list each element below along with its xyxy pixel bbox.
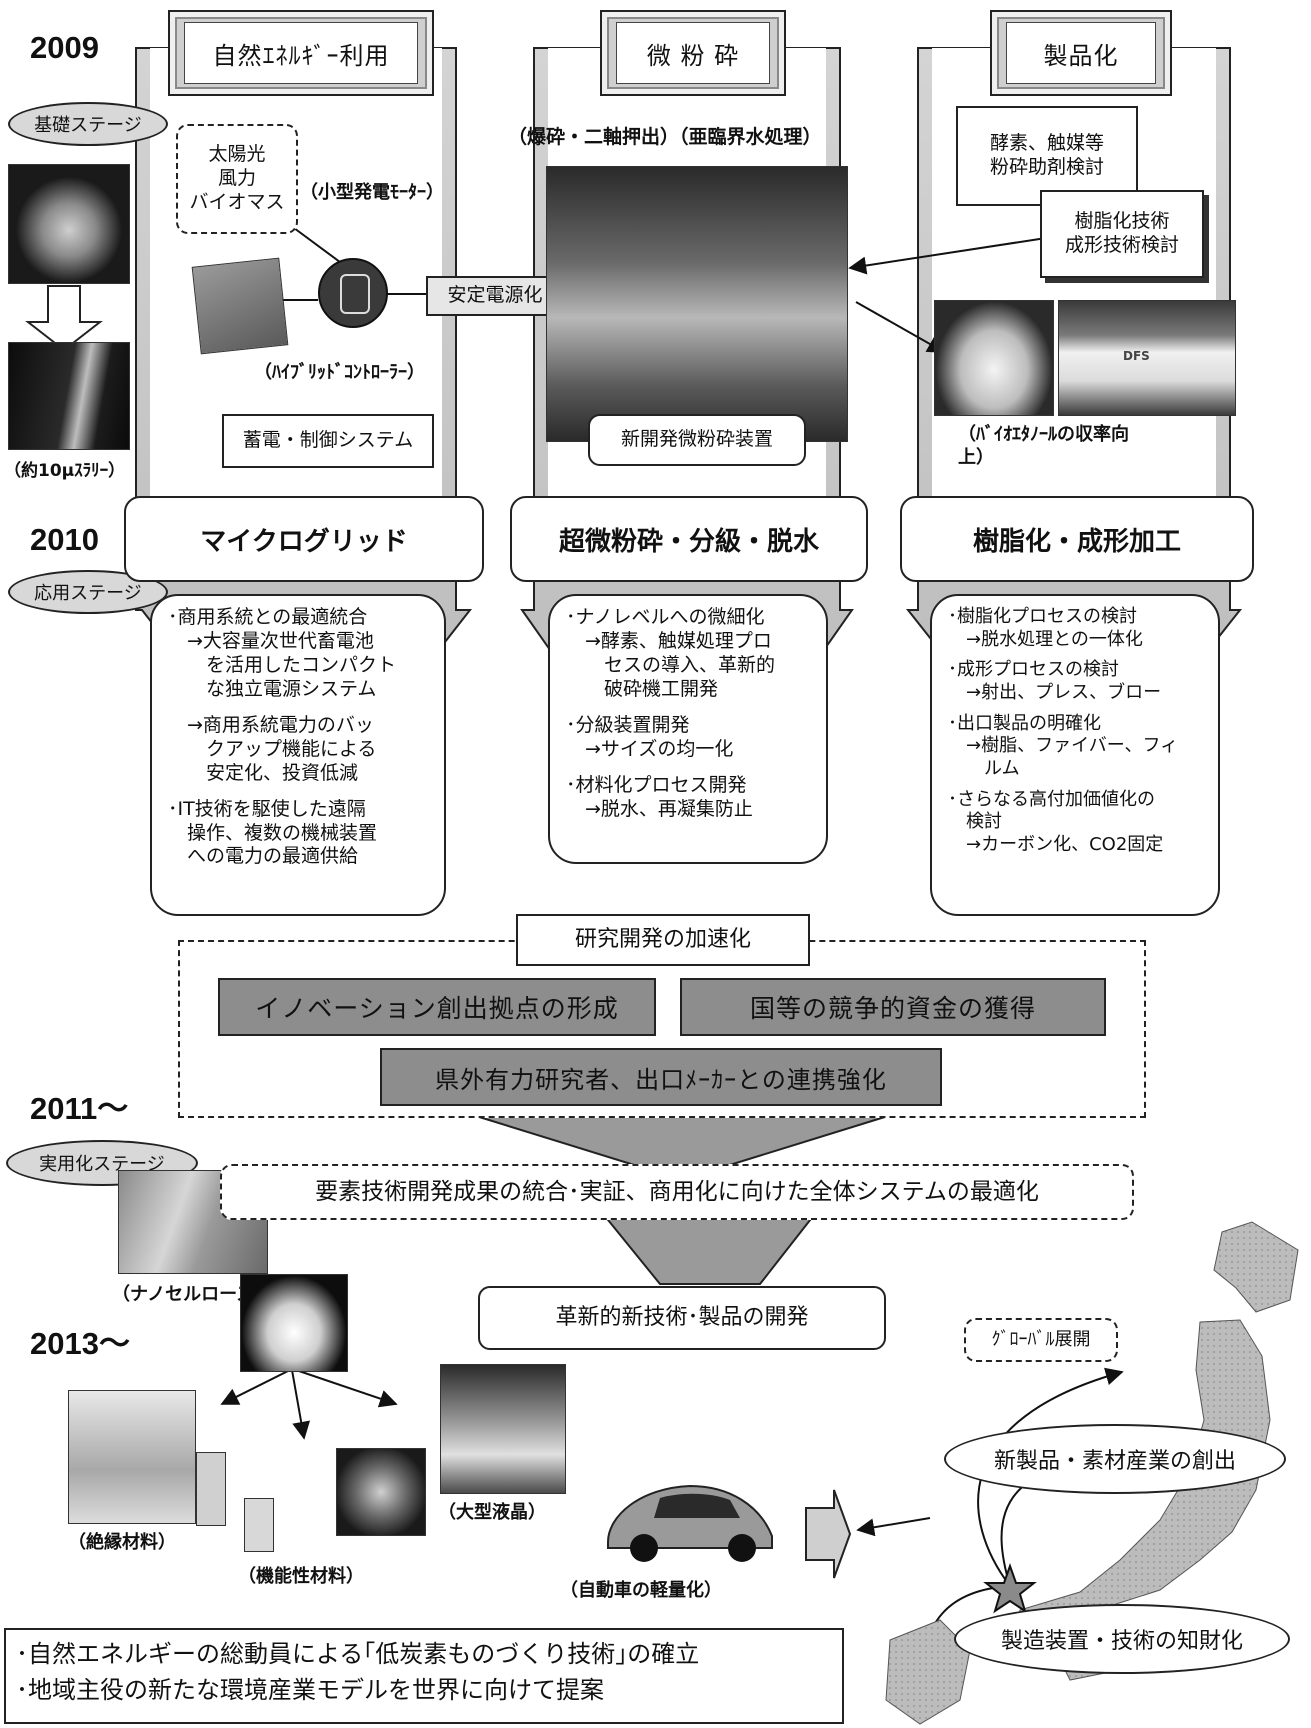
- ultrafine-milling-stage-box: 超微粉砕・分級・脱水: [510, 496, 868, 582]
- list-item: ･樹脂化プロセスの検討 →脱水処理との一体化: [948, 606, 1143, 650]
- list-item: ･材料化プロセス開発 →脱水、再凝集防止: [566, 773, 753, 820]
- stabilize-box: 安定電源化: [426, 276, 564, 316]
- microgrid-stage-box: マイクログリッド: [124, 496, 484, 582]
- innovation-hub-box: イノベーション創出拠点の形成: [218, 978, 656, 1036]
- insulation-photo: [68, 1390, 196, 1524]
- year-2010: 2010: [30, 522, 99, 557]
- acceleration-title: 研究開発の加速化: [516, 914, 810, 966]
- summary-line: ･地域主役の新たな環境産業モデルを世界に向けて提案: [16, 1676, 604, 1704]
- product-header: 製品化: [990, 10, 1172, 96]
- energy-applied-list: ･商用系統との最適統合 →大容量次世代畜電池 を活用したコンパクト な独立電源シ…: [150, 594, 446, 916]
- practical-stage-badge: 実用化ステージ: [6, 1140, 198, 1186]
- list-item: ･商用系統との最適統合 →大容量次世代畜電池 を活用したコンパクト な独立電源シ…: [168, 606, 397, 700]
- year-2009: 2009: [30, 30, 99, 65]
- collaboration-box: 県外有力研究者、出口ﾒｰｶｰとの連携強化: [380, 1048, 942, 1106]
- list-item: ･出口製品の明確化 →樹脂、ファイバー、フィ ルム: [948, 712, 1179, 780]
- suv-photo: DFS: [1058, 300, 1236, 416]
- integration-box: 要素技術開発成果の統合･実証、商用化に向けた全体システムの最適化: [220, 1164, 1134, 1220]
- milling-applied-list: ･ナノレベルへの微細化 →酵素、触媒処理プロ セスの導入、革新的 破砕機工開発 …: [548, 594, 828, 864]
- new-industry-oval: 新製品・素材産業の創出: [944, 1424, 1286, 1494]
- ethanol-caption: （ﾊﾞｲｵｴﾀﾉｰﾙの収率向 上）: [958, 424, 1129, 468]
- phone-photo: [196, 1452, 226, 1526]
- electric-car-photo: [600, 1476, 778, 1566]
- milling-machine-photo: [546, 166, 848, 442]
- slurry-photo: [8, 342, 130, 450]
- basic-stage-badge: 基礎ステージ: [8, 102, 168, 146]
- year-2013: 2013～: [30, 1326, 130, 1361]
- list-item: →商用系統電力のバッ クアップ機能による 安定化、投資低減: [187, 713, 377, 784]
- ethanol-beaker-photo: [934, 300, 1054, 416]
- star-marker: [983, 1562, 1037, 1614]
- storage-control-system-box: 蓄電・制御システム: [222, 414, 434, 468]
- functional-material-photo: [336, 1448, 426, 1536]
- global-expansion-box: ｸﾞﾛｰﾊﾞﾙ展開: [964, 1318, 1118, 1362]
- lcd-caption: （大型液晶）: [438, 1502, 546, 1523]
- year-2011: 2011～: [30, 1091, 129, 1126]
- right-block-arrow: [805, 1489, 852, 1579]
- down-arrow: [25, 285, 103, 352]
- funnel-arrow-2: [601, 1214, 817, 1285]
- product-applied-list: ･樹脂化プロセスの検討 →脱水処理との一体化 ･成形プロセスの検討 →射出、プレ…: [930, 594, 1220, 916]
- wood-chips-photo: [8, 164, 130, 284]
- device-photo: [244, 1498, 274, 1552]
- new-milling-device-box: 新開発微粉砕装置: [588, 414, 806, 466]
- battery-photo: [191, 257, 289, 355]
- insulation-caption: （絶縁材料）: [68, 1532, 176, 1553]
- functional-caption: （機能性材料）: [238, 1566, 364, 1587]
- slurry-caption: （約10μｽﾗﾘｰ）: [4, 461, 126, 481]
- list-item: ･さらなる高付加価値化の 検討 →カーボン化、CO2固定: [948, 788, 1164, 856]
- energy-header: 自然ｴﾈﾙｷﾞｰ利用: [168, 10, 434, 96]
- funnel-arrow-1: [475, 1115, 889, 1169]
- enzyme-catalyst-box: 酵素、触媒等 粉砕助剤検討: [956, 106, 1138, 206]
- japan-map: [885, 1221, 1299, 1725]
- list-item: ･成形プロセスの検討 →射出、プレス、ブロー: [948, 659, 1162, 704]
- competitive-funding-box: 国等の競争的資金の獲得: [680, 978, 1106, 1036]
- lcd-photo: [440, 1364, 566, 1494]
- nanocellulose-gel-photo: [240, 1274, 348, 1372]
- summary-box: ･自然エネルギーの総動員による｢低炭素ものづくり技術｣の確立 ･地域主役の新たな…: [4, 1628, 844, 1724]
- generator-icon: [318, 258, 388, 328]
- milling-header: 微 粉 砕: [600, 10, 786, 96]
- summary-line: ･自然エネルギーの総動員による｢低炭素ものづくり技術｣の確立: [16, 1640, 700, 1668]
- ip-oval: 製造装置・技術の知財化: [954, 1604, 1290, 1674]
- nanocellulose-photo: [118, 1170, 268, 1274]
- list-item: ･IT技術を駆使した遠隔 操作、複数の機械装置 への電力の最適供給: [168, 797, 378, 868]
- list-item: ･ナノレベルへの微細化 →酵素、触媒処理プロ セスの導入、革新的 破砕機工開発: [566, 606, 776, 700]
- innovative-development-box: 革新的新技術･製品の開発: [478, 1286, 886, 1350]
- controller-caption: （ﾊｲﾌﾞﾘｯﾄﾞｺﾝﾄﾛｰﾗｰ）: [254, 362, 425, 383]
- nanocellulose-caption: （ナノセルロース）: [112, 1284, 273, 1305]
- milling-methods-caption: （爆砕・二軸押出）（亜臨界水処理）: [508, 126, 822, 148]
- resin-forming-stage-box: 樹脂化・成形加工: [900, 496, 1254, 582]
- resin-forming-box: 樹脂化技術 成形技術検討: [1040, 190, 1204, 278]
- car-caption: （自動車の軽量化）: [560, 1580, 722, 1601]
- energy-sources-box: 太陽光 風力 バイオマス: [176, 124, 298, 234]
- generator-caption: （小型発電ﾓｰﾀｰ）: [300, 182, 444, 203]
- list-item: ･分級装置開発 →サイズの均一化: [566, 713, 734, 760]
